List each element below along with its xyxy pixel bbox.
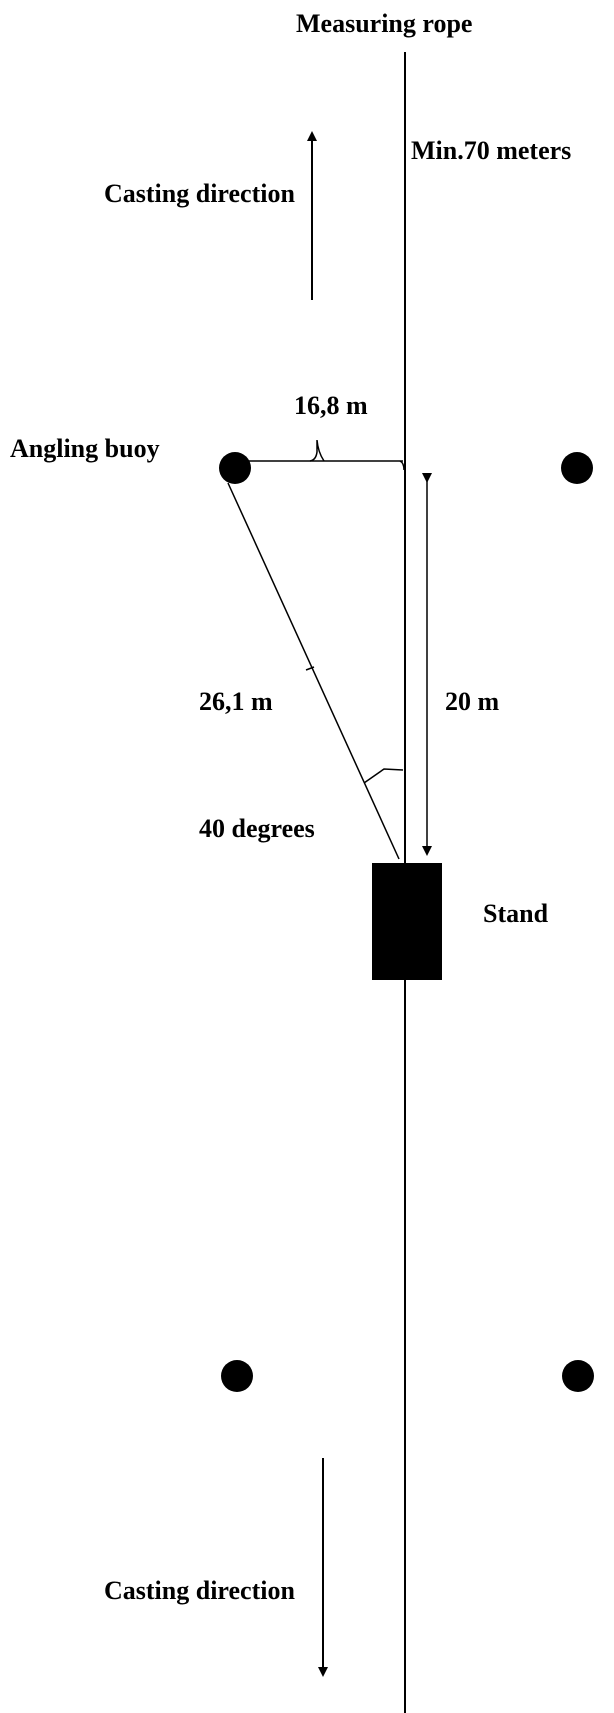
diagonal-line [227,482,400,860]
angling-buoy-bottom-right [562,1360,594,1392]
vertical-distance-label: 20 m [445,687,500,716]
diagonal-tick [305,666,315,671]
horizontal-distance-label: 16,8 m [294,391,368,420]
angling-buoy-top-right [561,452,593,484]
stand-label: Stand [483,899,549,928]
casting-direction-label-top: Casting direction [104,179,295,208]
stand-box [372,863,442,980]
horizontal-brace [309,439,325,462]
angle-label: 40 degrees [199,814,315,843]
angling-buoy-top-left [219,452,251,484]
angling-buoy-bottom-left [221,1360,253,1392]
angling-buoy-label: Angling buoy [10,434,160,463]
casting-direction-label-bottom: Casting direction [104,1576,295,1605]
diagonal-distance-label: 26,1 m [199,687,273,716]
horizontal-corner [399,460,405,471]
measuring-rope-label: Measuring rope [296,9,472,38]
min-distance-label: Min.70 meters [411,136,571,165]
angle-arc [363,768,404,784]
